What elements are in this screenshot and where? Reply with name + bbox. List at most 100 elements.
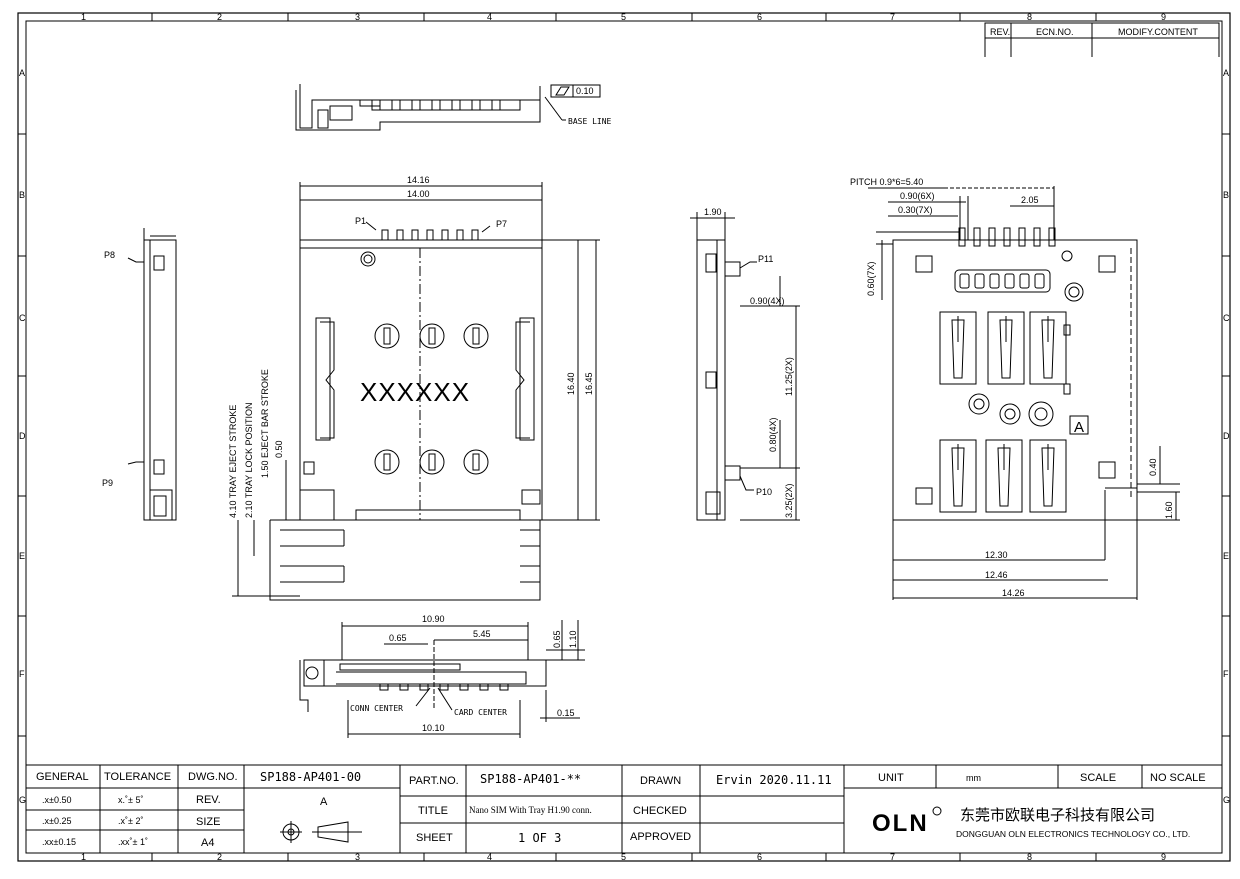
unit-value: mm [966, 773, 981, 783]
dim-11-25-2x: 11.25(2X) [784, 357, 794, 396]
dim-0-65-horizontal: 0.65 [389, 633, 407, 643]
column-label-bottom: 5 [621, 852, 626, 862]
row-label-left: G [19, 795, 26, 805]
angle-tol-1: x.˚± 5˚ [118, 795, 143, 805]
contact-circle [419, 449, 445, 475]
ecn-col-header: ECN.NO. [1036, 27, 1074, 37]
frame [17, 12, 1231, 862]
pin-p11-label: P11 [758, 254, 773, 264]
row-label-right: D [1223, 431, 1230, 441]
column-label-bottom: 6 [757, 852, 762, 862]
height-16-40: 16.40 [566, 372, 576, 395]
width-10-90: 10.90 [422, 614, 445, 624]
footprint-slot [1019, 273, 1030, 289]
unit-label: UNIT [878, 772, 904, 784]
contact-circle [463, 449, 489, 475]
column-label-top: 9 [1161, 12, 1166, 22]
card-center-label: CARD CENTER [454, 708, 507, 717]
pin-p7-label: P7 [496, 219, 507, 229]
contact-pad [987, 311, 1025, 385]
general-tol-1: .x±0.50 [42, 795, 71, 805]
column-label-bottom: 4 [487, 852, 492, 862]
column-label-bottom: 3 [355, 852, 360, 862]
contact-spring [383, 453, 391, 471]
top-view-pin [371, 99, 381, 111]
top-view-pin [451, 99, 461, 111]
footprint-slot [1034, 273, 1045, 289]
registered-mark-icon [932, 806, 942, 816]
contact-circle [463, 323, 489, 349]
scale-label: SCALE [1080, 772, 1116, 784]
width-14-16: 14.16 [407, 175, 430, 185]
part-no-label: PART.NO. [409, 775, 459, 787]
projection-symbol-icon [280, 821, 362, 843]
contact-spring [1041, 447, 1055, 507]
contact-spring [999, 319, 1013, 379]
top-view-pin [391, 99, 401, 111]
angle-tol-3: .xx˚± 1˚ [118, 837, 148, 847]
row-label-left: F [19, 669, 25, 679]
general-tol-2: .x±0.25 [42, 816, 71, 826]
row-label-left: D [19, 431, 26, 441]
contact-spring [428, 453, 436, 471]
conn-center-label: CONN CENTER [350, 704, 403, 713]
bottom-view: 10.90 0.65 5.45 0.65 1.10 CONN CENTER CA… [299, 614, 585, 738]
tray-lock-position-dim: 2.10 TRAY LOCK POSITION [244, 402, 254, 518]
column-label-top: 2 [217, 12, 222, 22]
front-view-pin [426, 229, 434, 241]
row-label-right: G [1223, 795, 1230, 805]
contact-pad [939, 311, 977, 385]
dim-1-10: 1.10 [568, 630, 578, 648]
company-name-en: DONGGUAN OLN ELECTRONICS TECHNOLOGY CO.,… [956, 829, 1190, 839]
row-label-right: C [1223, 313, 1230, 323]
dim-3-25-2x: 3.25(2X) [784, 483, 794, 518]
column-label-top: 4 [487, 12, 492, 22]
top-view-pin [411, 99, 421, 111]
row-label-left: E [19, 551, 25, 561]
top-view-pin [471, 99, 481, 111]
contact-spring [472, 453, 480, 471]
contact-spring [428, 327, 436, 345]
bottom-view-pin [399, 683, 409, 691]
row-label-right: B [1223, 190, 1229, 200]
contact-spring [997, 447, 1011, 507]
dim-0-30-7x: 0.30(7X) [898, 205, 933, 215]
checked-label: CHECKED [633, 805, 687, 817]
dim-0-50: 0.50 [274, 440, 284, 458]
row-label-left: A [19, 68, 25, 78]
title-label: TITLE [418, 805, 448, 817]
width-14-00: 14.00 [407, 189, 430, 199]
tray-eject-stroke-dim: 4.10 TRAY EJECT STROKE [228, 405, 238, 518]
sheet-label: SHEET [416, 832, 453, 844]
top-view: 0.10 BASE LINE [295, 84, 612, 131]
top-view-pin [491, 99, 501, 111]
front-view-pin [396, 229, 404, 241]
row-label-left: B [19, 190, 25, 200]
footprint-slot [1004, 273, 1015, 289]
width-12-46: 12.46 [985, 570, 1008, 580]
dim-5-45: 5.45 [473, 629, 491, 639]
rev-col-header: REV. [990, 27, 1010, 37]
footprint-view: A PITCH 0.9*6=5.40 0.90(6X) 0.30(7X) 2.0… [850, 177, 1180, 600]
column-label-bottom: 8 [1027, 852, 1032, 862]
bottom-view-pin [459, 683, 469, 691]
front-view-pin [441, 229, 449, 241]
contact-spring [951, 319, 965, 379]
height-16-45: 16.45 [584, 372, 594, 395]
pin-p8-label: P8 [104, 250, 115, 260]
company-logo: OLN [872, 810, 929, 837]
column-label-top: 3 [355, 12, 360, 22]
width-1-90: 1.90 [704, 207, 722, 217]
footprint-slot [989, 273, 1000, 289]
bottom-view-pin [479, 683, 489, 691]
column-label-top: 7 [890, 12, 895, 22]
left-side-view: P8 P9 [102, 228, 177, 521]
contact-spring [383, 327, 391, 345]
row-label-right: A [1223, 68, 1229, 78]
footprint-pin [973, 227, 981, 247]
flatness-tolerance: 0.10 [576, 86, 594, 96]
footprint-slot [974, 273, 985, 289]
